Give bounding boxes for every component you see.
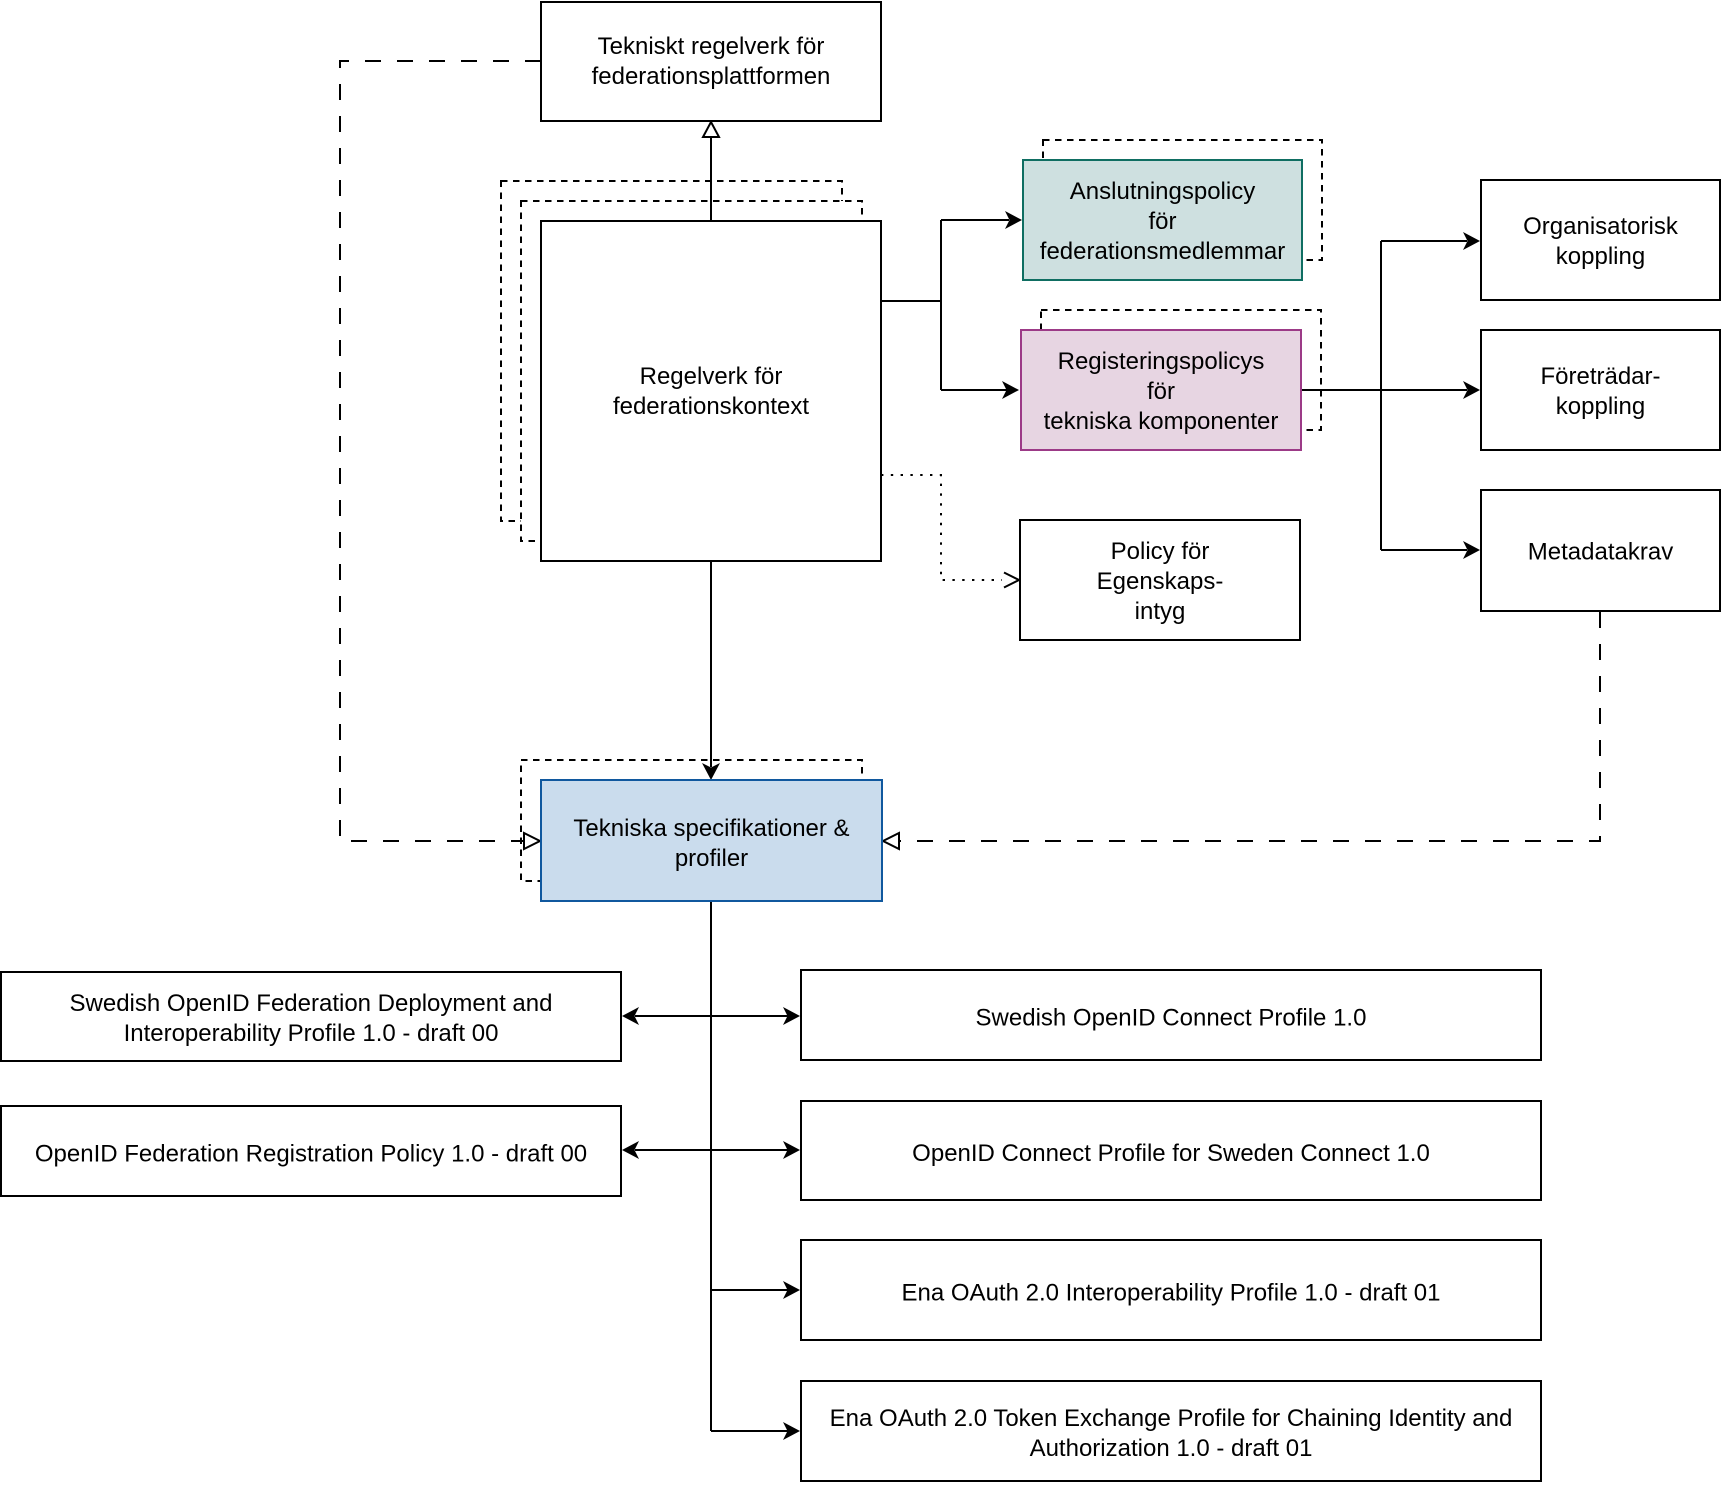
svg-text:Organisatorisk: Organisatorisk: [1523, 213, 1679, 240]
svg-text:Ena OAuth 2.0 Token Exchange P: Ena OAuth 2.0 Token Exchange Profile for…: [830, 1405, 1513, 1432]
svg-text:för: för: [1147, 378, 1175, 405]
svg-text:Anslutningspolicy: Anslutningspolicy: [1070, 178, 1255, 205]
svg-text:Authorization 1.0 - draft 01: Authorization 1.0 - draft 01: [1030, 1435, 1313, 1462]
svg-text:profiler: profiler: [675, 845, 748, 872]
svg-text:Registeringspolicys: Registeringspolicys: [1058, 348, 1265, 375]
svg-text:Metadatakrav: Metadatakrav: [1528, 539, 1673, 566]
svg-text:Företrädar-: Företrädar-: [1540, 363, 1660, 390]
svg-text:tekniska komponenter: tekniska komponenter: [1044, 408, 1279, 435]
svg-text:Swedish OpenID Federation Depl: Swedish OpenID Federation Deployment and: [70, 990, 553, 1017]
svg-text:koppling: koppling: [1556, 243, 1645, 270]
svg-text:OpenID Federation Registration: OpenID Federation Registration Policy 1.…: [35, 1141, 587, 1168]
svg-text:OpenID Connect Profile for Swe: OpenID Connect Profile for Sweden Connec…: [912, 1140, 1430, 1167]
svg-text:federationsplattformen: federationsplattformen: [592, 63, 831, 90]
svg-text:koppling: koppling: [1556, 393, 1645, 420]
svg-text:federationskontext: federationskontext: [613, 393, 809, 420]
svg-text:för: för: [1148, 208, 1176, 235]
svg-text:Tekniskt regelverk för: Tekniskt regelverk för: [598, 33, 825, 60]
svg-text:Egenskaps-: Egenskaps-: [1097, 568, 1224, 595]
svg-text:federationsmedlemmar: federationsmedlemmar: [1040, 238, 1285, 265]
svg-text:Swedish OpenID Connect Profile: Swedish OpenID Connect Profile 1.0: [976, 1005, 1367, 1032]
svg-text:Interoperability Profile 1.0 -: Interoperability Profile 1.0 - draft 00: [124, 1020, 499, 1047]
svg-text:Regelverk för: Regelverk för: [640, 363, 783, 390]
svg-text:Policy för: Policy för: [1111, 538, 1210, 565]
svg-text:intyg: intyg: [1135, 598, 1186, 625]
svg-text:Ena OAuth 2.0 Interoperability: Ena OAuth 2.0 Interoperability Profile 1…: [902, 1280, 1441, 1307]
svg-text:Tekniska specifikationer &: Tekniska specifikationer &: [573, 815, 849, 842]
